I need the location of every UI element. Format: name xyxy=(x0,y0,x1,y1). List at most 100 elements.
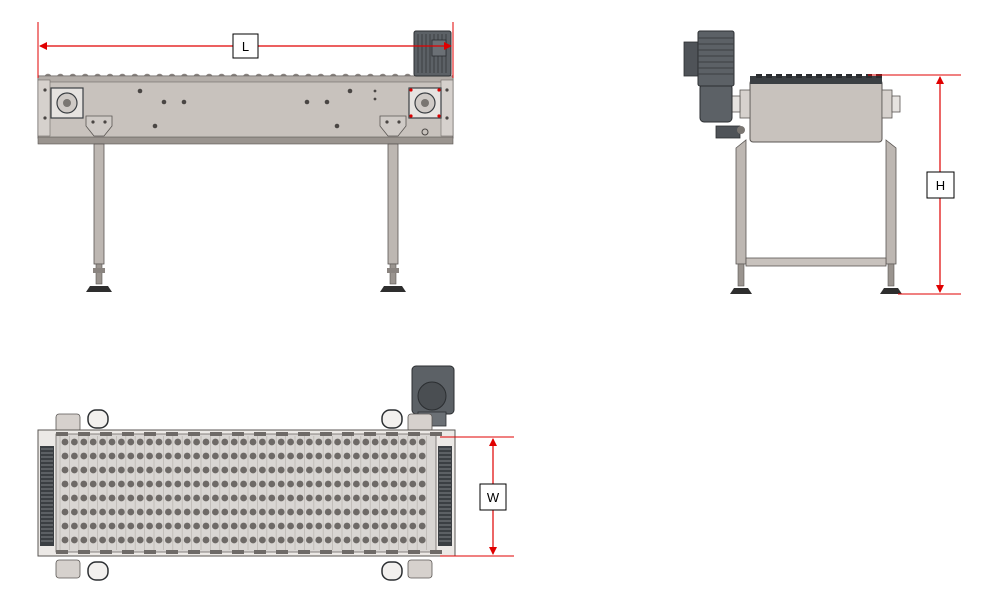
belt-roller xyxy=(334,522,341,530)
belt-roller xyxy=(371,522,379,530)
top-wheels xyxy=(87,409,403,581)
belt-roller xyxy=(136,438,144,446)
side-bearing-left xyxy=(731,89,751,119)
belt-roller xyxy=(118,452,125,460)
belt-roller xyxy=(202,480,210,488)
belt-roller xyxy=(221,438,229,446)
belt-roller xyxy=(127,536,135,544)
belt-roller xyxy=(353,480,360,488)
belt-roller xyxy=(165,480,172,488)
belt-roller xyxy=(118,522,125,530)
belt-roller xyxy=(61,508,69,516)
belt-roller xyxy=(296,480,304,488)
belt-roller xyxy=(240,536,248,544)
belt-roller xyxy=(61,480,69,488)
belt-roller xyxy=(193,466,201,474)
belt-roller xyxy=(174,508,182,516)
belt-tooth xyxy=(806,74,812,78)
belt-roller xyxy=(221,494,229,502)
belt-roller xyxy=(230,452,238,460)
belt-roller xyxy=(390,536,398,544)
belt-roller xyxy=(306,480,313,488)
belt-roller xyxy=(287,438,294,446)
belt-tooth xyxy=(776,74,782,78)
belt-roller xyxy=(61,522,69,530)
belt-roller xyxy=(287,480,294,488)
belt-roller xyxy=(249,466,257,474)
belt-roller xyxy=(353,508,360,516)
belt-roller xyxy=(315,452,323,460)
belt-tooth xyxy=(796,74,802,78)
belt-roller xyxy=(287,536,294,544)
belt-roller xyxy=(259,522,266,530)
belt-roller xyxy=(127,438,135,446)
front-motor xyxy=(413,30,452,77)
belt-edge-tab xyxy=(122,550,134,554)
belt-roller xyxy=(400,438,407,446)
belt-roller xyxy=(362,480,370,488)
belt-roller xyxy=(334,452,341,460)
belt-edge-tab xyxy=(232,550,244,554)
belt-roller xyxy=(268,480,276,488)
belt-roller xyxy=(353,438,360,446)
belt-roller xyxy=(240,508,248,516)
belt-edge-tab xyxy=(408,432,420,436)
belt-roller xyxy=(193,508,201,516)
belt-roller xyxy=(108,452,116,460)
belt-roller xyxy=(324,536,332,544)
belt-roller xyxy=(146,494,154,502)
front-end-plate-left xyxy=(37,79,51,137)
belt-roller xyxy=(268,494,276,502)
belt-roller xyxy=(324,494,332,502)
belt-roller xyxy=(230,536,238,544)
belt-edge-tab xyxy=(188,432,200,436)
length-dimension: L xyxy=(37,22,454,78)
belt-roller xyxy=(155,466,163,474)
belt-edge-tab xyxy=(210,550,222,554)
belt-roller xyxy=(136,480,144,488)
side-belt-teeth xyxy=(756,74,882,78)
belt-roller xyxy=(296,522,304,530)
belt-roller xyxy=(212,522,219,530)
belt-edge-tab xyxy=(364,432,376,436)
belt-roller xyxy=(334,480,341,488)
belt-roller xyxy=(390,438,398,446)
belt-roller xyxy=(287,508,294,516)
belt-roller xyxy=(334,508,341,516)
belt-roller xyxy=(409,536,417,544)
side-view: H xyxy=(683,30,961,295)
belt-roller xyxy=(71,508,78,516)
belt-edge-tab xyxy=(100,550,112,554)
belt-roller xyxy=(193,522,201,530)
belt-roller xyxy=(80,522,88,530)
belt-roller xyxy=(118,494,125,502)
side-legs xyxy=(730,139,902,294)
belt-roller xyxy=(193,438,201,446)
belt-roller xyxy=(381,522,388,530)
belt-roller xyxy=(240,438,248,446)
belt-roller xyxy=(183,494,191,502)
belt-roller xyxy=(277,536,285,544)
belt-roller xyxy=(315,536,323,544)
belt-edge-tab xyxy=(254,432,266,436)
belt-roller xyxy=(183,466,191,474)
belt-roller xyxy=(277,494,285,502)
belt-roller xyxy=(146,438,154,446)
belt-roller xyxy=(127,452,135,460)
belt-roller xyxy=(362,536,370,544)
belt-roller xyxy=(136,536,144,544)
belt-tooth xyxy=(876,74,882,78)
belt-roller xyxy=(202,494,210,502)
top-motor xyxy=(411,365,455,427)
belt-roller xyxy=(259,480,266,488)
belt-roller xyxy=(80,508,88,516)
belt-roller xyxy=(296,494,304,502)
front-frame-holes xyxy=(43,88,449,129)
belt-roller xyxy=(127,466,135,474)
belt-roller xyxy=(61,536,69,544)
belt-roller xyxy=(400,452,407,460)
belt-roller xyxy=(183,452,191,460)
top-view: W xyxy=(37,365,514,581)
belt-roller xyxy=(174,536,182,544)
belt-roller xyxy=(118,466,125,474)
